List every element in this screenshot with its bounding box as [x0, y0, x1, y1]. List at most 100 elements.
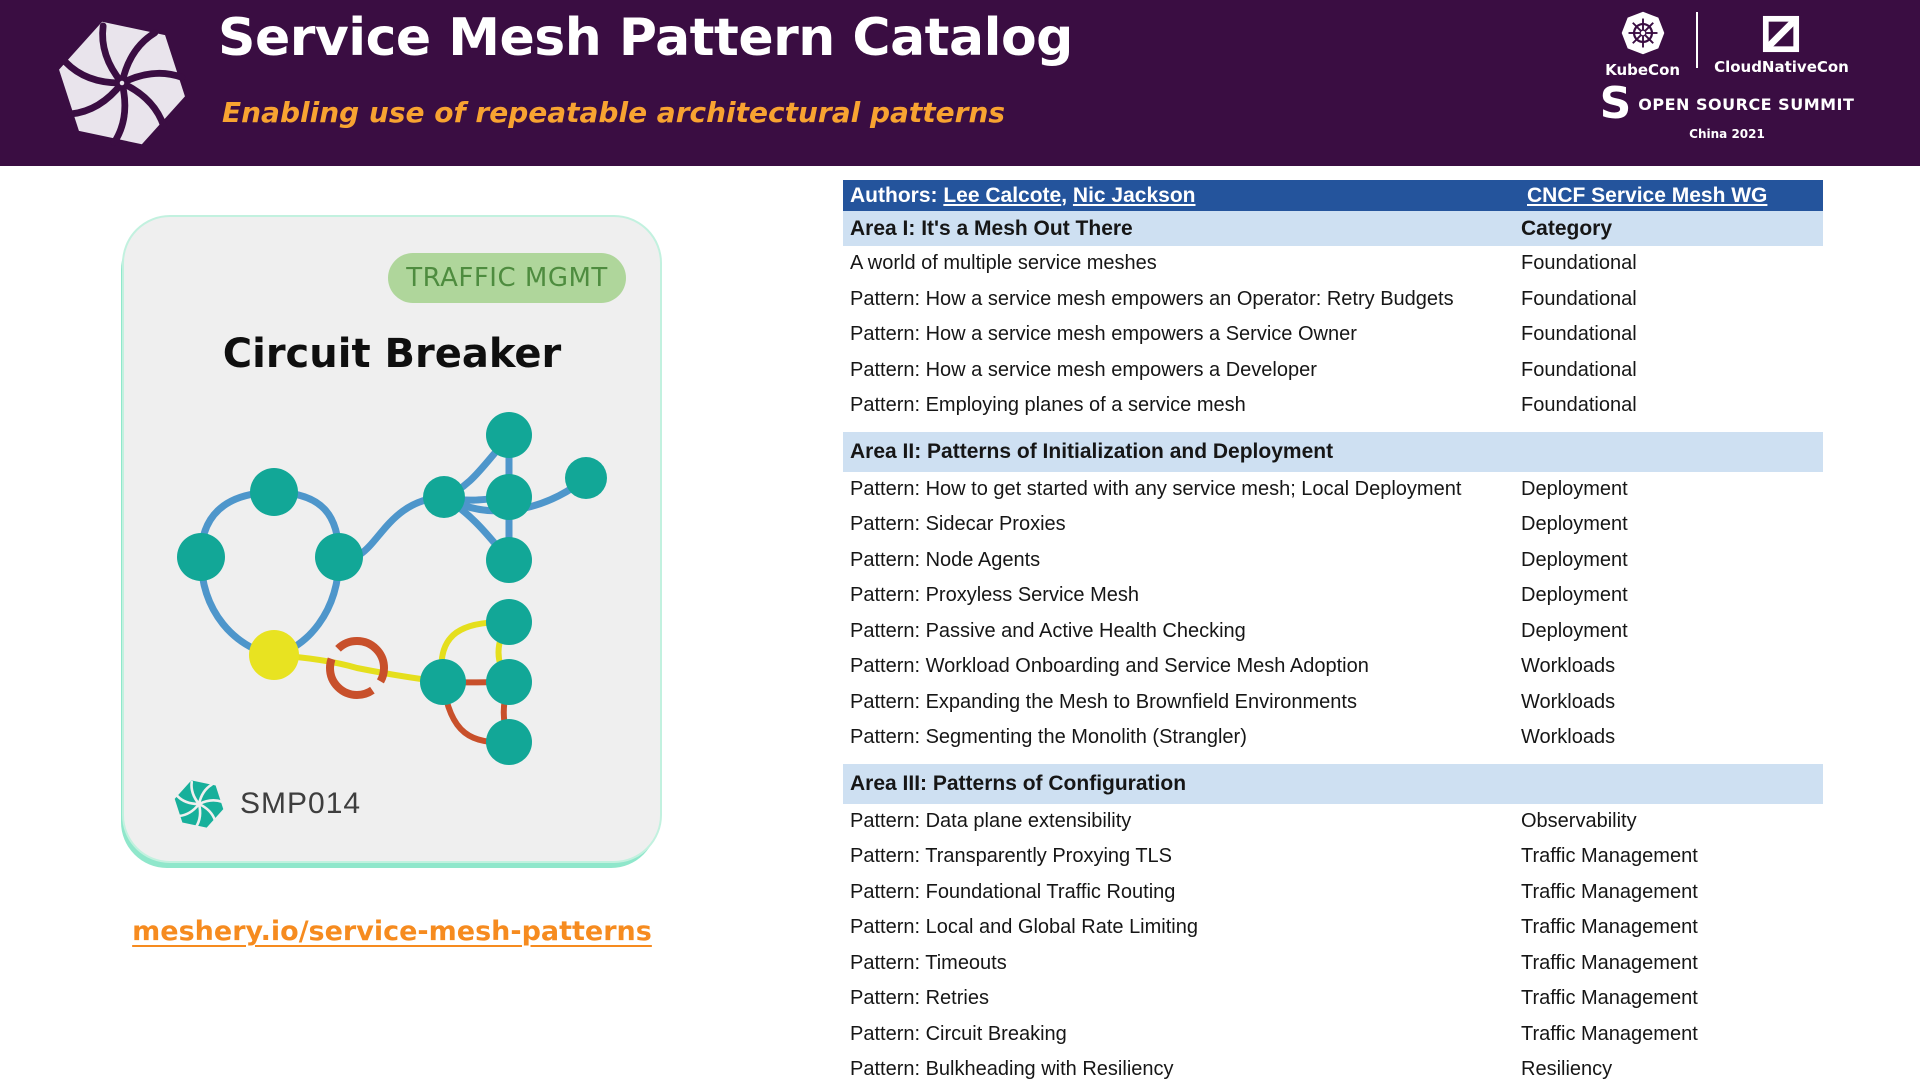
pattern-name: Pattern: Data plane extensibility	[850, 809, 1132, 832]
breaker-ring	[326, 637, 388, 699]
pattern-category: Deployment	[1521, 513, 1628, 536]
table-row: Pattern: Expanding the Mesh to Brownfiel…	[843, 685, 1823, 721]
pattern-category: Foundational	[1521, 358, 1637, 381]
pattern-name: Pattern: Workload Onboarding and Service…	[850, 655, 1369, 678]
table-row: Pattern: Segmenting the Monolith (Strang…	[843, 720, 1823, 756]
cloudnativecon-brand: CloudNativeCon	[1714, 10, 1849, 76]
table-row: Pattern: Timeouts Traffic Management	[843, 946, 1823, 982]
table-row: Pattern: Node Agents Deployment	[843, 543, 1823, 579]
pattern-name: Pattern: Local and Global Rate Limiting	[850, 916, 1198, 939]
smp-logo-icon	[174, 780, 224, 829]
table-row: Pattern: How a service mesh empowers a D…	[843, 353, 1823, 389]
pattern-name: Pattern: Segmenting the Monolith (Strang…	[850, 726, 1247, 749]
patterns-site-link[interactable]: meshery.io/service-mesh-patterns	[132, 916, 652, 947]
table-row: Pattern: Workload Onboarding and Service…	[843, 649, 1823, 685]
table-section-row: Area III: Patterns of Configuration	[843, 763, 1823, 804]
category-badge: TRAFFIC MGMT	[388, 253, 626, 303]
pattern-name: Pattern: Node Agents	[850, 548, 1041, 571]
pattern-name: Pattern: Employing planes of a service m…	[850, 394, 1246, 417]
pattern-name: Area II: Patterns of Initialization and …	[850, 439, 1334, 463]
table-row: Pattern: How a service mesh empowers a S…	[843, 317, 1823, 353]
pattern-category: Traffic Management	[1521, 951, 1698, 974]
pattern-name: Pattern: Passive and Active Health Check…	[850, 619, 1246, 642]
pattern-category: Workloads	[1521, 655, 1616, 678]
table-row: Pattern: Proxyless Service Mesh Deployme…	[843, 578, 1823, 614]
table-authors-bar: Authors: Lee Calcote, Nic Jackson CNCF S…	[843, 180, 1823, 211]
pattern-category: Traffic Management	[1521, 1022, 1698, 1045]
pattern-category: Category	[1521, 216, 1613, 240]
kubecon-helm-icon	[1621, 11, 1664, 55]
cloudnativecon-label: CloudNativeCon	[1714, 58, 1849, 76]
tripped-node	[249, 630, 299, 680]
pattern-name: Pattern: Transparently Proxying TLS	[850, 845, 1173, 868]
table-row: Pattern: How a service mesh empowers an …	[843, 282, 1823, 318]
pattern-name: Pattern: How a service mesh empowers an …	[850, 287, 1454, 310]
pattern-name: Pattern: How a service mesh empowers a S…	[850, 323, 1357, 346]
pattern-name: Pattern: How to get started with any ser…	[850, 477, 1462, 500]
pattern-id-row: SMP014	[172, 777, 361, 831]
header-banner: Service Mesh Pattern Catalog Enabling us…	[0, 0, 1920, 166]
pattern-table: Authors: Lee Calcote, Nic Jackson CNCF S…	[843, 180, 1823, 1088]
pattern-category: Deployment	[1521, 477, 1628, 500]
pattern-category: Resiliency	[1521, 1058, 1613, 1081]
table-section-row: Area II: Patterns of Initialization and …	[843, 431, 1823, 472]
pattern-name: Pattern: Bulkheading with Resiliency	[850, 1058, 1174, 1081]
meshery-logo-icon	[59, 21, 186, 146]
pattern-category: Observability	[1521, 809, 1637, 832]
author-link-nic-jackson[interactable]: Nic Jackson	[1072, 183, 1196, 207]
pattern-name: Area III: Patterns of Configuration	[850, 771, 1187, 795]
kubecon-brand: KubeCon	[1605, 10, 1680, 79]
table-row: Pattern: Retries Traffic Management	[843, 981, 1823, 1017]
pattern-id: SMP014	[240, 787, 362, 820]
table-row: Pattern: Bulkheading with Resiliency Res…	[843, 1052, 1823, 1088]
brand-divider	[1696, 12, 1699, 68]
pattern-category: Deployment	[1521, 619, 1628, 642]
circuit-breaker-diagram	[177, 412, 607, 765]
pattern-category: Foundational	[1521, 394, 1637, 417]
table-row: Pattern: How to get started with any ser…	[843, 472, 1823, 508]
pattern-category: Foundational	[1521, 323, 1637, 346]
cloudnativecon-icon	[1763, 15, 1800, 53]
authors-prefix: Authors:	[850, 183, 938, 207]
pattern-name: Pattern: How a service mesh empowers a D…	[850, 358, 1317, 381]
pattern-name: A world of multiple service meshes	[850, 252, 1157, 275]
cncf-wg-link[interactable]: CNCF Service Mesh WG	[1527, 183, 1768, 207]
table-row: Pattern: Sidecar Proxies Deployment	[843, 507, 1823, 543]
table-section-row: Area I: It's a Mesh Out There Category	[843, 211, 1823, 246]
pattern-name: Area I: It's a Mesh Out There	[850, 216, 1133, 240]
pattern-name: Pattern: Timeouts	[850, 951, 1007, 974]
table-row: Pattern: Data plane extensibility Observ…	[843, 804, 1823, 840]
event-location: China 2021	[1689, 127, 1765, 141]
page-subtitle: Enabling use of repeatable architectural…	[222, 96, 1006, 129]
pattern-name: Pattern: Expanding the Mesh to Brownfiel…	[850, 690, 1357, 713]
pattern-name: Pattern: Foundational Traffic Routing	[850, 880, 1176, 903]
event-brand: KubeCon CloudNativeCon S OPEN SOURCE SUM…	[1574, 10, 1880, 141]
pattern-name: Pattern: Retries	[850, 987, 989, 1010]
table-row: Pattern: Employing planes of a service m…	[843, 388, 1823, 424]
pattern-category: Traffic Management	[1521, 987, 1698, 1010]
pattern-category: Workloads	[1521, 690, 1616, 713]
pattern-category: Deployment	[1521, 548, 1628, 571]
open-source-summit-label: OPEN SOURCE SUMMIT	[1638, 94, 1855, 114]
pattern-category: Foundational	[1521, 252, 1637, 275]
author-link-lee-calcote[interactable]: Lee Calcote	[943, 183, 1062, 207]
pattern-category: Traffic Management	[1521, 845, 1698, 868]
pattern-name: Pattern: Proxyless Service Mesh	[850, 584, 1139, 607]
table-row: A world of multiple service meshes Found…	[843, 246, 1823, 282]
table-row: Pattern: Passive and Active Health Check…	[843, 614, 1823, 650]
pattern-category: Foundational	[1521, 287, 1637, 310]
kubecon-label: KubeCon	[1605, 61, 1681, 79]
authors-separator: ,	[1061, 183, 1068, 207]
table-row: Pattern: Local and Global Rate Limiting …	[843, 910, 1823, 946]
pattern-name: Pattern: Sidecar Proxies	[850, 513, 1066, 536]
pattern-card: TRAFFIC MGMT Circuit Breaker	[122, 215, 662, 863]
pattern-category: Traffic Management	[1521, 880, 1698, 903]
open-source-summit-brand: S OPEN SOURCE SUMMIT	[1574, 82, 1880, 126]
pattern-name: Pattern: Circuit Breaking	[850, 1022, 1067, 1045]
pattern-category: Deployment	[1521, 584, 1628, 607]
authors-cell: Authors: Lee Calcote, Nic Jackson	[843, 184, 1527, 208]
table-row: Pattern: Circuit Breaking Traffic Manage…	[843, 1017, 1823, 1053]
pattern-table-rows: Area I: It's a Mesh Out There Category A…	[843, 211, 1823, 1088]
table-row: Pattern: Foundational Traffic Routing Tr…	[843, 875, 1823, 911]
page-title: Service Mesh Pattern Catalog	[218, 8, 1073, 68]
